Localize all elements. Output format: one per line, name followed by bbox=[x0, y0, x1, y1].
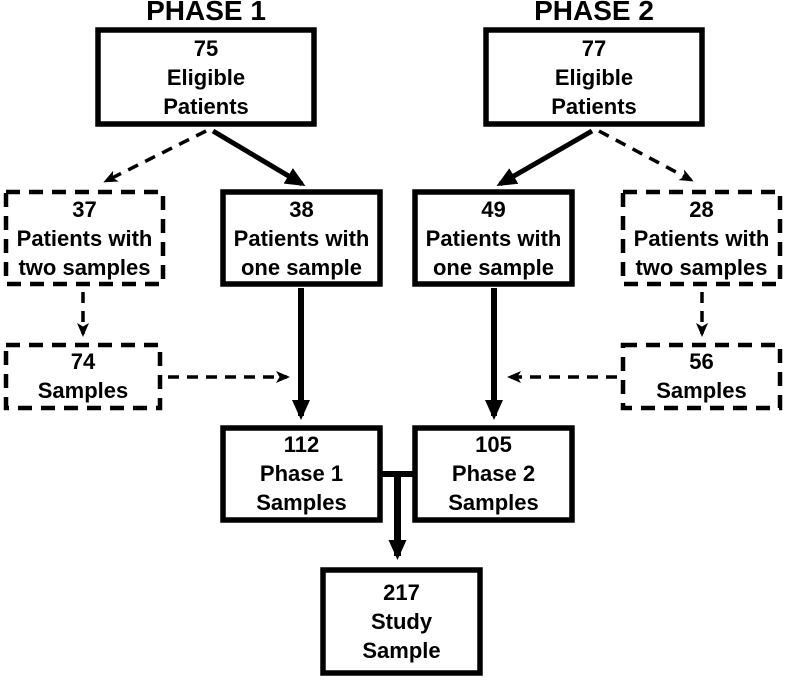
phase2-eligible-count: 77 bbox=[581, 35, 607, 61]
phase1-total-samples-label-1: Phase 1 bbox=[259, 461, 344, 486]
phase2-two-samples-label-2: two samples bbox=[635, 254, 768, 280]
box-phase2-two-samples-border bbox=[620, 189, 783, 287]
box-phase1-eligible-border bbox=[95, 27, 317, 127]
arrow-p2-eligible-to-two-samples bbox=[598, 129, 694, 182]
phase1-total-samples-count: 112 bbox=[283, 432, 320, 457]
phase2-total-samples-label-1: Phase 2 bbox=[451, 461, 536, 486]
phase1-two-samples-label-1: Patients with bbox=[16, 225, 153, 251]
box-phase1-samples: 74 Samples bbox=[3, 342, 163, 410]
arrow-p1-eligible-to-two-samples bbox=[103, 129, 207, 183]
phase1-eligible-label-2: Patients bbox=[163, 93, 249, 119]
box-study-sample: 217 Study Sample bbox=[320, 567, 483, 675]
phase2-one-sample-label-1: Patients with bbox=[425, 225, 562, 251]
box-phase1-samples-border bbox=[3, 342, 163, 411]
phase1-one-sample-label-2: one sample bbox=[240, 254, 363, 280]
phase2-samples-count: 56 bbox=[689, 349, 714, 374]
phase1-eligible-label-1: Eligible bbox=[166, 64, 246, 90]
phase1-total-samples-label-2: Samples bbox=[256, 490, 347, 515]
phase2-eligible-label-1: Eligible bbox=[554, 64, 634, 90]
arrow-p1-eligible-to-one-sample bbox=[211, 128, 306, 187]
study-sample-count: 217 bbox=[383, 579, 420, 605]
phase2-two-samples-count: 28 bbox=[689, 196, 714, 222]
box-phase2-samples: 56 Samples bbox=[620, 342, 783, 410]
phase2-total-samples-label-2: Samples bbox=[448, 490, 539, 515]
phase1-samples-label: Samples bbox=[37, 378, 129, 403]
study-sample-label-1: Study bbox=[370, 608, 433, 634]
phase1-samples-count: 74 bbox=[70, 349, 96, 374]
phase1-two-samples-label-2: two samples bbox=[18, 254, 151, 280]
study-sample-label-2: Sample bbox=[362, 637, 441, 663]
box-phase1-total-samples-border bbox=[220, 425, 383, 523]
box-phase1-two-samples: 37 Patients with two samples bbox=[3, 190, 166, 286]
phase2-one-sample-label-2: one sample bbox=[432, 254, 555, 280]
phase2-two-samples-label-1: Patients with bbox=[633, 225, 770, 251]
box-phase2-one-sample-border bbox=[412, 189, 575, 287]
box-phase1-total-samples: 112 Phase 1 Samples bbox=[220, 425, 383, 522]
phase2-samples-label: Samples bbox=[656, 378, 747, 403]
box-phase1-two-samples-border bbox=[3, 189, 166, 287]
arrow-p2-eligible-to-one-sample bbox=[496, 128, 594, 187]
phase2-eligible-label-2: Patients bbox=[551, 93, 637, 119]
phase2-one-sample-count: 49 bbox=[481, 196, 506, 222]
box-phase2-total-samples-border bbox=[412, 425, 575, 523]
box-phase2-samples-border bbox=[620, 342, 783, 411]
box-study-sample-border bbox=[320, 567, 483, 676]
box-phase2-total-samples: 105 Phase 2 Samples bbox=[412, 425, 575, 522]
box-phase2-eligible: 77 Eligible Patients bbox=[483, 28, 705, 126]
box-phase1-one-sample-border bbox=[220, 189, 383, 287]
phase1-one-sample-label-1: Patients with bbox=[233, 225, 370, 251]
phase2-total-samples-count: 105 bbox=[475, 432, 512, 457]
box-phase2-eligible-border bbox=[483, 27, 705, 127]
box-phase2-two-samples: 28 Patients with two samples bbox=[620, 190, 783, 286]
phase1-one-sample-count: 38 bbox=[289, 196, 314, 222]
box-phase1-one-sample: 38 Patients with one sample bbox=[220, 190, 383, 286]
phase1-two-samples-count: 37 bbox=[72, 196, 97, 222]
box-phase1-eligible: 75 Eligible Patients bbox=[95, 28, 317, 126]
phase2-title: PHASE 2 bbox=[534, 0, 654, 26]
phase1-eligible-count: 75 bbox=[193, 35, 219, 61]
box-phase2-one-sample: 49 Patients with one sample bbox=[412, 190, 575, 286]
phase1-title: PHASE 1 bbox=[146, 0, 266, 26]
